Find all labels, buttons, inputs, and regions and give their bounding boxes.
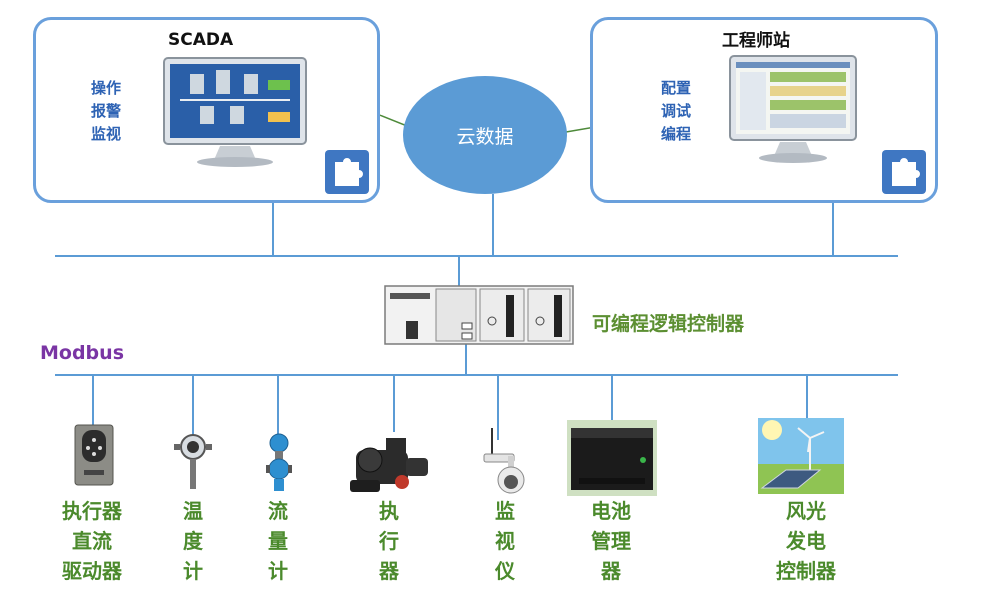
engineer-puzzle-icon [882, 150, 926, 194]
cloud-label: 云数据 [456, 125, 514, 148]
modbus-label: Modbus [40, 342, 124, 364]
flowmeter-icon [266, 433, 292, 491]
wind-solar-icon [758, 418, 844, 494]
actuator-icon [350, 438, 428, 492]
scada-function-alarm: 报警 [91, 102, 122, 120]
engineer-title: 工程师站 [722, 31, 790, 51]
cloud-data-node: 云数据 [403, 76, 567, 194]
engineer-function-debug: 调试 [661, 102, 692, 120]
scada-function-operate: 操作 [91, 79, 122, 97]
engineer-functions: 配置 调试 编程 [661, 77, 691, 146]
camera-icon [483, 428, 525, 494]
engineer-function-config: 配置 [661, 79, 692, 97]
plc-label: 可编程逻辑控制器 [592, 313, 745, 335]
scada-title: SCADA [168, 30, 234, 50]
engineer-function-program: 编程 [661, 125, 692, 143]
device-label-wind-solar: 风光 发电 控制器 [776, 499, 836, 583]
device-label-battery-manager: 电池 管理 器 [591, 499, 631, 583]
thermometer-icon [174, 434, 212, 489]
plc-icon [384, 285, 574, 345]
scada-monitor-icon [163, 57, 307, 167]
battery-manager-icon [567, 420, 657, 496]
scada-functions: 操作 报警 监视 [91, 77, 121, 146]
engineer-monitor-icon [729, 55, 857, 163]
dc-drive-icon [74, 424, 114, 486]
device-label-dc-drive: 执行器 直流 驱动器 [62, 499, 122, 583]
scada-function-monitor: 监视 [91, 125, 122, 143]
device-label-flowmeter: 流 量 计 [268, 499, 288, 583]
device-label-camera: 监 视 仪 [495, 499, 515, 583]
device-label-thermometer: 温 度 计 [183, 499, 203, 583]
device-label-actuator: 执 行 器 [379, 499, 399, 583]
scada-puzzle-icon [325, 150, 369, 194]
